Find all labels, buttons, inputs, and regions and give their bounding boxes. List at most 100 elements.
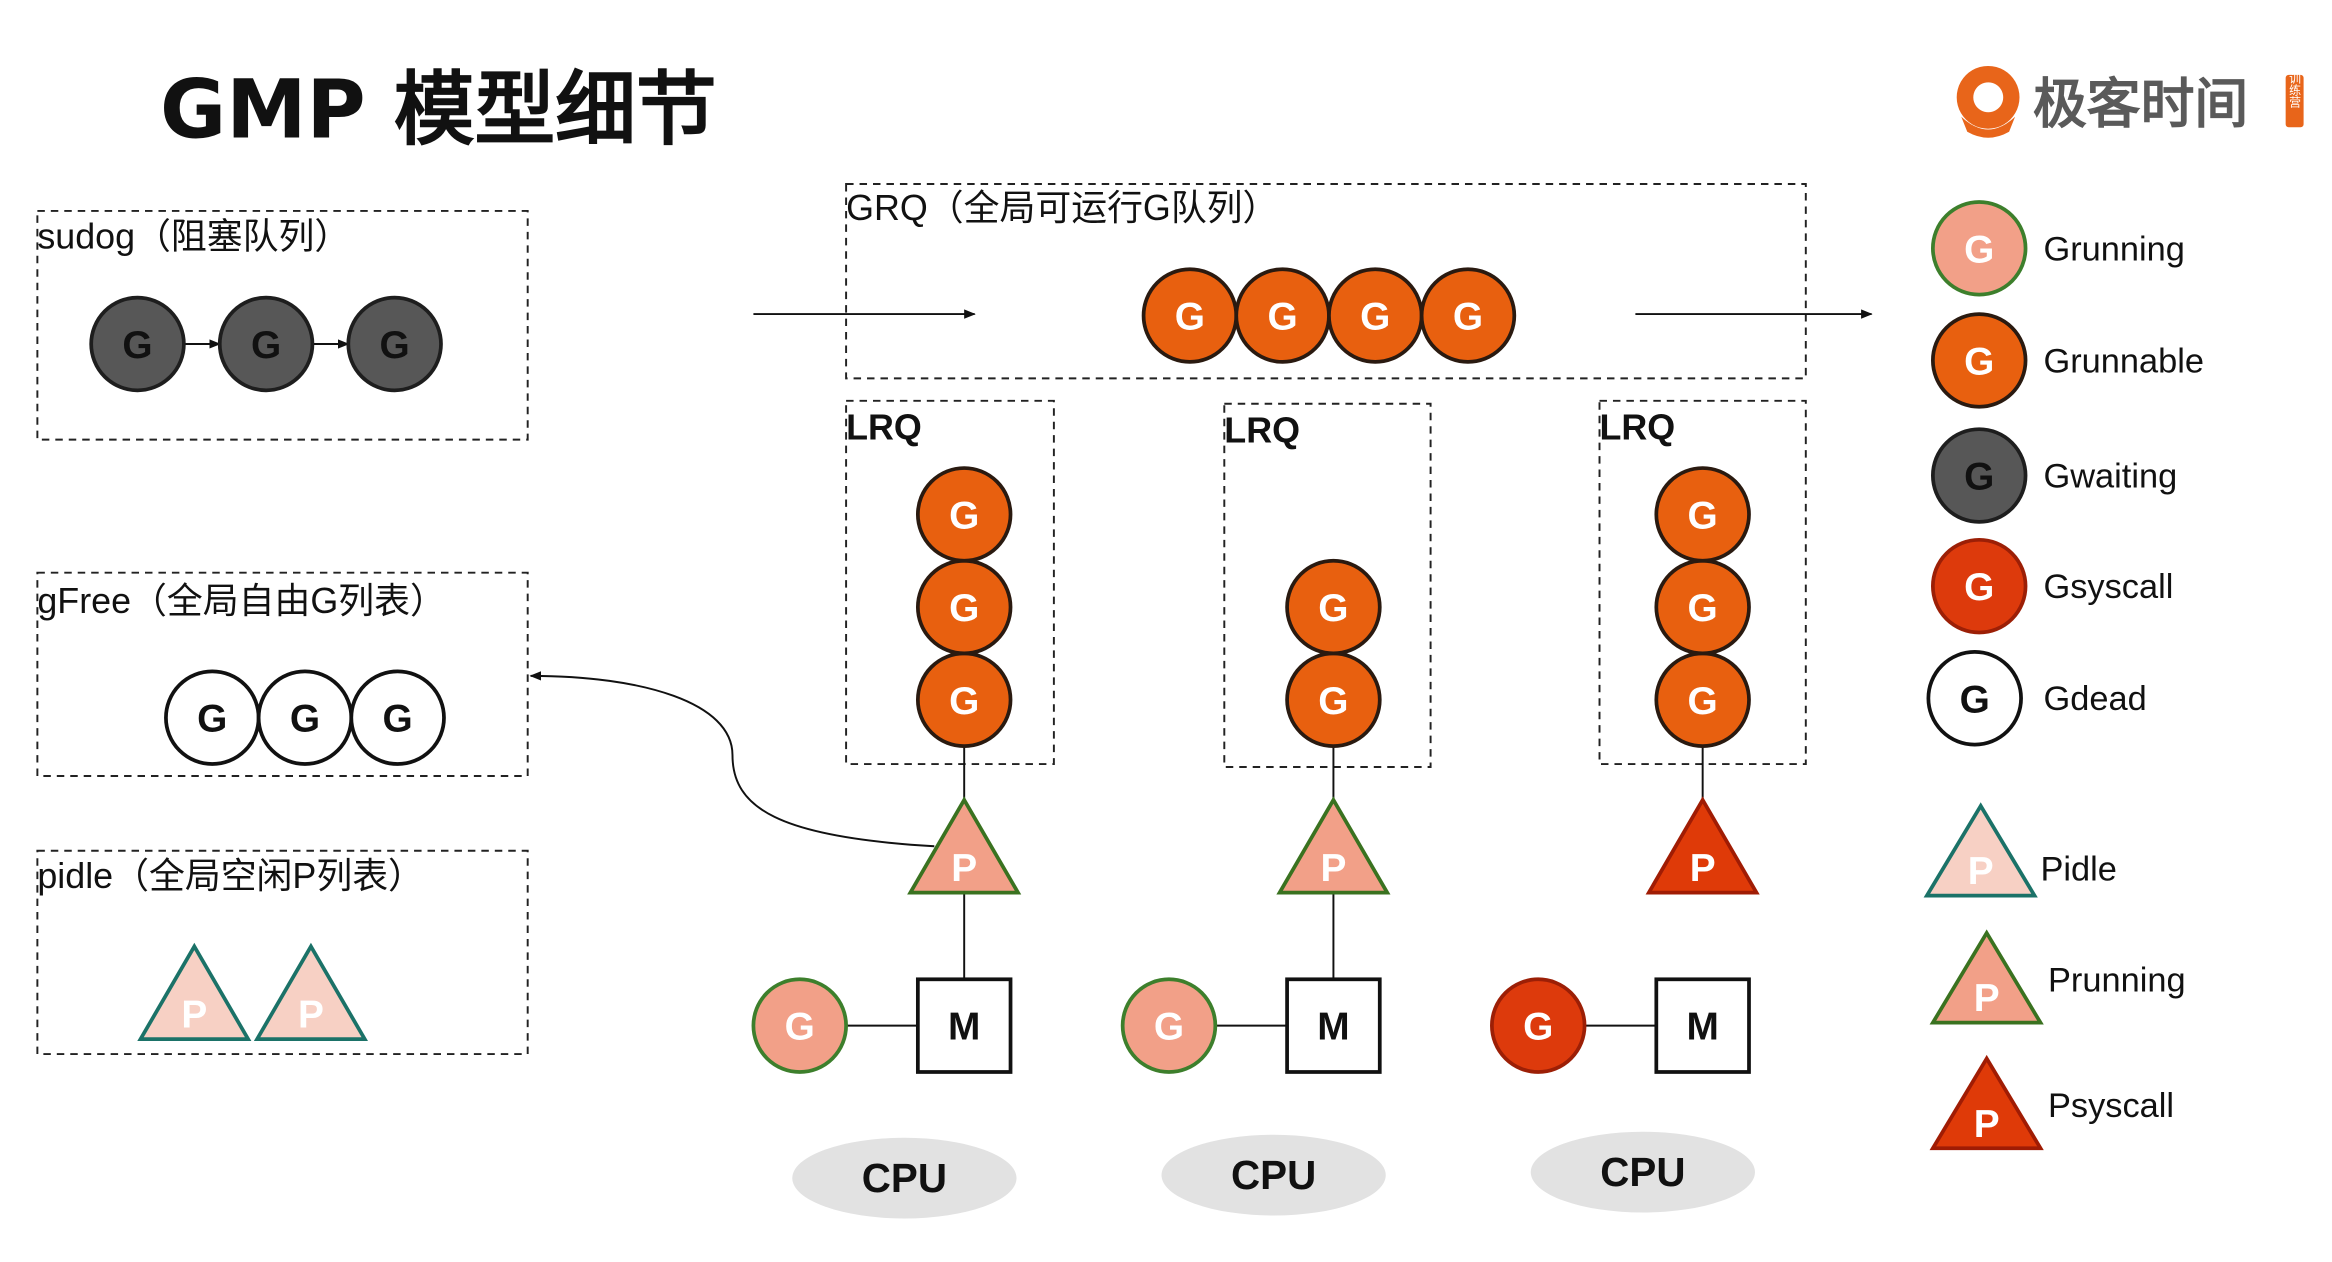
- lrq-box: [1223, 402, 1432, 769]
- goroutine-gwaiting: G: [89, 295, 186, 393]
- cpu: CPU: [1530, 1131, 1755, 1213]
- legend-g-letter: G: [1964, 566, 1994, 609]
- legend-item-grunnable: G Grunnable: [1931, 312, 2204, 409]
- goroutine-grunnable: G: [1234, 267, 1331, 364]
- legend-label: Gsyscall: [2043, 568, 2173, 606]
- goroutine-letter: G: [1523, 1006, 1553, 1049]
- legend-label: Gdead: [2043, 680, 2146, 718]
- lrq-label: LRQ: [1224, 411, 1300, 451]
- grq-label: GRQ（全局可运行G队列）: [846, 188, 1278, 228]
- cpu-label: CPU: [862, 1155, 947, 1201]
- goroutine-letter: G: [1175, 296, 1205, 339]
- lrq-label: LRQ: [846, 408, 922, 448]
- legend-p-letter: P: [1974, 1103, 2000, 1146]
- legend-label: Gwaiting: [2043, 457, 2177, 495]
- goroutine-letter: G: [383, 698, 413, 741]
- goroutine-grunning: G: [751, 977, 848, 1074]
- logo: 极客时间 训练营: [1956, 65, 2304, 138]
- legend-item-pidle: P Pidle: [1923, 802, 2117, 898]
- legend-item-psyscall: P Psyscall: [1929, 1054, 2174, 1151]
- machine-thread: M: [915, 977, 1013, 1074]
- cpu: CPU: [1161, 1134, 1386, 1216]
- machine-thread: M: [1285, 977, 1382, 1074]
- goroutine-grunnable: G: [915, 466, 1013, 563]
- goroutine-grunning: G: [1120, 977, 1218, 1074]
- legend-item-grunning: G Grunning: [1931, 200, 2185, 297]
- goroutine-letter: G: [1360, 296, 1390, 339]
- legend-label: Psyscall: [2048, 1087, 2174, 1125]
- sudog-box: [36, 209, 529, 441]
- cpu-label: CPU: [1231, 1152, 1316, 1198]
- machine-letter: M: [948, 1006, 980, 1049]
- processor-letter: P: [951, 847, 977, 890]
- goroutine-letter: G: [949, 680, 979, 723]
- goroutine-gwaiting: G: [346, 295, 443, 393]
- goroutine-letter: G: [251, 324, 281, 367]
- goroutine-letter: G: [949, 494, 979, 537]
- goroutine-gdead: G: [349, 669, 446, 766]
- goroutine-letter: G: [1688, 587, 1718, 630]
- logo-text: 极客时间: [2033, 73, 2248, 136]
- goroutine-letter: G: [785, 1006, 815, 1049]
- goroutine-letter: G: [1318, 680, 1348, 723]
- legend-g-letter: G: [1964, 228, 1994, 271]
- goroutine-letter: G: [949, 587, 979, 630]
- machine-thread: M: [1654, 977, 1751, 1074]
- processor-prunning: P: [1276, 796, 1391, 895]
- legend-item-gdead: G Gdead: [1926, 650, 2147, 747]
- goroutine-letter: G: [197, 698, 227, 741]
- goroutine-grunnable: G: [915, 651, 1013, 748]
- legend-g-letter: G: [1960, 678, 1990, 721]
- machine-letter: M: [1317, 1006, 1349, 1049]
- goroutine-gsyscall: G: [1490, 977, 1587, 1074]
- processor-prunning: P: [907, 796, 1022, 895]
- legend-label: Pidle: [2041, 851, 2117, 889]
- goroutine-letter: G: [1688, 680, 1718, 723]
- goroutine-letter: G: [1154, 1006, 1184, 1049]
- gfree-label: gFree（全局自由G列表）: [37, 581, 445, 621]
- processor-psyscall: P: [1645, 796, 1760, 895]
- goroutine-grunnable: G: [1327, 267, 1424, 364]
- goroutine-grunnable: G: [1141, 267, 1239, 364]
- machine-letter: M: [1686, 1006, 1718, 1049]
- sudog-label: sudog（阻塞队列）: [37, 216, 350, 256]
- processor-letter: P: [1690, 847, 1716, 890]
- legend-label: Prunning: [2048, 961, 2186, 999]
- goroutine-letter: G: [1453, 296, 1483, 339]
- processor-pidle: P: [137, 942, 252, 1041]
- cpu-label: CPU: [1600, 1149, 1685, 1195]
- goroutine-grunnable: G: [1654, 466, 1751, 563]
- goroutine-gdead: G: [256, 669, 354, 766]
- cpu: CPU: [792, 1137, 1017, 1219]
- page-title: GMP 模型细节: [160, 64, 717, 158]
- goroutine-grunnable: G: [1285, 651, 1382, 748]
- goroutine-grunnable: G: [1285, 558, 1382, 656]
- lrq-box: [845, 399, 1055, 766]
- processor-letter: P: [181, 994, 207, 1037]
- goroutine-letter: G: [1688, 494, 1718, 537]
- goroutine-letter: G: [1318, 587, 1348, 630]
- logo-mark-icon: [1956, 65, 2020, 129]
- logo-badge: 训练营: [2288, 71, 2302, 108]
- goroutine-letter: G: [1267, 296, 1297, 339]
- goroutine-letter: G: [122, 324, 152, 367]
- lrq-label: LRQ: [1600, 408, 1676, 448]
- legend-item-gsyscall: G Gsyscall: [1931, 537, 2173, 635]
- legend-item-prunning: P Prunning: [1929, 929, 2186, 1025]
- goroutine-grunnable: G: [1654, 558, 1751, 656]
- legend-g-letter: G: [1964, 340, 1994, 383]
- goroutine-letter: G: [290, 698, 320, 741]
- legend-p-letter: P: [1974, 977, 2000, 1020]
- goroutine-letter: G: [380, 324, 410, 367]
- p-to-gfree-arrow: [529, 671, 935, 848]
- pidle-box: [36, 849, 529, 1056]
- legend-label: Grunnable: [2043, 342, 2204, 380]
- legend-label: Grunning: [2043, 230, 2184, 268]
- goroutine-gwaiting: G: [217, 295, 315, 393]
- legend-p-letter: P: [1968, 850, 1994, 893]
- processor-letter: P: [1320, 847, 1346, 890]
- pidle-label: pidle（全局空闲P列表）: [37, 856, 424, 896]
- goroutine-gdead: G: [164, 669, 261, 766]
